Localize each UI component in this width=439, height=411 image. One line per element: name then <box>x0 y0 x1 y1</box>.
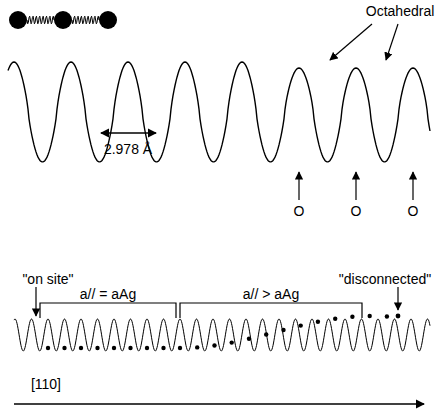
dot <box>230 340 234 344</box>
dot <box>264 332 268 336</box>
dot <box>299 323 303 327</box>
dot <box>212 343 216 347</box>
spring <box>72 16 99 24</box>
atom-ball <box>54 11 72 29</box>
dot <box>281 328 285 332</box>
dot <box>178 346 182 350</box>
dot <box>368 314 372 318</box>
leader-arrow <box>330 24 372 60</box>
bracket <box>180 303 362 318</box>
site-label: Octahedral <box>366 4 434 18</box>
dot <box>333 317 337 321</box>
dot <box>79 346 83 350</box>
dot <box>128 346 132 350</box>
leader-arrow <box>412 172 413 200</box>
dimension-label: 2.978 Å <box>104 142 152 156</box>
dot <box>145 346 149 350</box>
spacing-arrow <box>101 132 156 133</box>
dot <box>350 315 354 319</box>
leader-arrow <box>298 172 299 200</box>
leader-arrow <box>397 287 398 310</box>
wave-line <box>14 319 430 351</box>
dot <box>316 320 320 324</box>
dot <box>112 346 116 350</box>
wave-line <box>8 62 430 162</box>
atom-ball <box>9 11 27 29</box>
potential-wave <box>8 62 430 162</box>
spring <box>27 16 54 24</box>
leader-arrow <box>355 172 356 200</box>
direction-arrow <box>14 403 424 404</box>
dot <box>195 345 199 349</box>
bracket <box>40 303 176 318</box>
dot <box>161 346 165 350</box>
atom-ball <box>99 11 117 29</box>
site-label: O <box>408 204 419 218</box>
annotation: "disconnected" <box>339 272 431 286</box>
annotation: "on site" <box>22 272 73 286</box>
dot <box>396 314 401 319</box>
leader-arrow <box>386 24 398 60</box>
adatom-dots <box>46 314 401 351</box>
dot <box>385 314 389 318</box>
lattice-label: a// > aAg <box>243 287 299 301</box>
leader-arrow <box>35 287 36 316</box>
direction-label: [110] <box>31 377 61 391</box>
dot <box>62 346 66 350</box>
atom-chain <box>9 11 117 29</box>
site-label: O <box>294 204 305 218</box>
site-label: O <box>351 204 362 218</box>
potential-wave <box>14 319 430 351</box>
dot <box>247 337 251 341</box>
dot <box>46 346 50 350</box>
lattice-label: a// = aAg <box>80 287 136 301</box>
dot <box>95 346 99 350</box>
